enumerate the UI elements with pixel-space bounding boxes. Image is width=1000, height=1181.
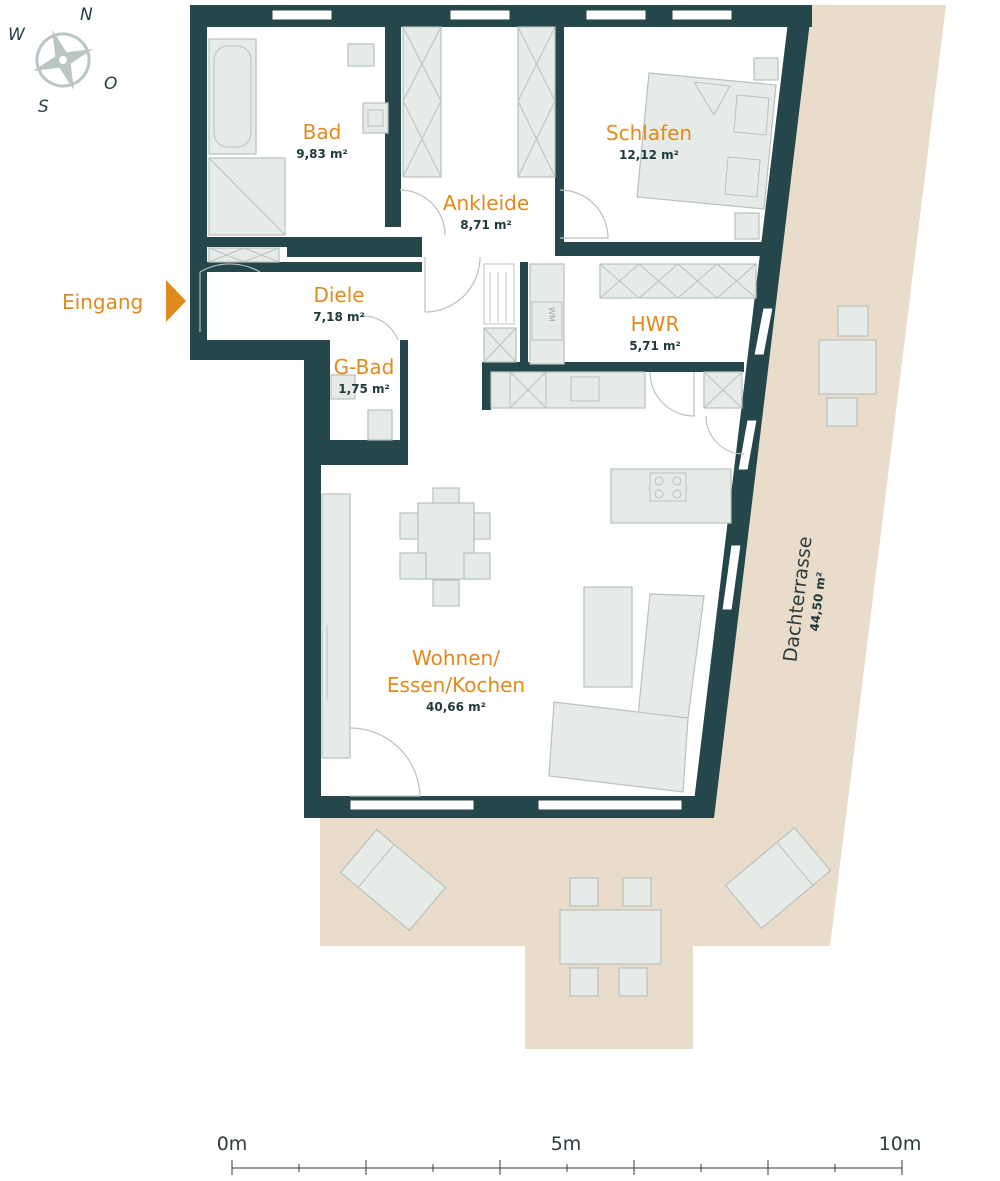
compass-east: O [104, 74, 117, 94]
terrace-floor [320, 5, 946, 1049]
room-diele-name: Diele [313, 283, 364, 307]
window [721, 544, 742, 611]
dining-chair [399, 552, 427, 580]
terrace-chair [569, 967, 599, 997]
scale-label-5: 5m [551, 1133, 582, 1155]
wardrobes [402, 26, 556, 178]
bathtub [208, 38, 257, 155]
window [671, 9, 733, 21]
room-ankleide-name: Ankleide [443, 191, 529, 215]
room-schlafen-area: 12,12 m² [619, 148, 679, 162]
entrance: Eingang [62, 280, 186, 322]
room-wohnen-area: 40,66 m² [426, 700, 486, 714]
toilet [347, 43, 375, 67]
dining-chair [432, 579, 460, 607]
armchair [583, 586, 633, 688]
terrace-table [818, 339, 877, 395]
terrace-table [559, 909, 662, 965]
gbad-washbasin [330, 374, 356, 400]
walls [190, 5, 812, 818]
sun-lounger [339, 828, 447, 932]
room-wohnen-name-line2: Essen/Kochen [387, 673, 525, 697]
doors [199, 189, 745, 797]
compass-west: W [8, 25, 26, 45]
room-gbad-area: 1,75 m² [338, 382, 390, 396]
entrance-label: Eingang [62, 290, 143, 314]
compass: N O S W [8, 5, 117, 117]
bedroom-furniture [636, 57, 779, 240]
window [537, 799, 683, 811]
scale-bar: 0m 5m 10m [217, 1133, 922, 1175]
nightstand [734, 212, 760, 240]
dining-chair [463, 552, 491, 580]
sink [570, 376, 600, 402]
room-bad-name: Bad [303, 120, 342, 144]
compass-north: N [80, 5, 93, 25]
washer-label: WM [547, 307, 556, 322]
coat-rack [483, 263, 515, 325]
bathroom-fixtures [208, 38, 389, 236]
compass-rose-icon [32, 29, 94, 91]
washing-machine [531, 301, 563, 341]
room-bad-area: 9,83 m² [296, 147, 348, 161]
washbasin [362, 102, 389, 134]
terrace-chair [826, 397, 858, 427]
terrace-chair [618, 967, 648, 997]
sofa [637, 593, 705, 719]
kitchen-island [610, 468, 732, 524]
gbad-toilet [367, 409, 393, 441]
room-hwr-name: HWR [631, 312, 680, 336]
sun-lounger [724, 826, 832, 930]
double-bed [636, 72, 777, 210]
utility-column [529, 263, 565, 365]
compass-south: S [38, 97, 49, 117]
entrance-arrow-icon [166, 280, 186, 322]
terrace [320, 5, 946, 1049]
window [585, 9, 647, 21]
room-hwr-area: 5,71 m² [629, 339, 681, 353]
scale-label-0: 0m [217, 1133, 248, 1155]
sofa [548, 701, 689, 793]
living-furniture [321, 487, 705, 793]
cooktop [649, 472, 687, 502]
room-schlafen-name: Schlafen [606, 121, 692, 145]
window [753, 307, 774, 356]
terrace-chair [569, 877, 599, 907]
terrace-chair [622, 877, 652, 907]
scale-label-10: 10m [879, 1133, 922, 1155]
hall-shelf [208, 247, 280, 263]
room-diele-area: 7,18 m² [313, 310, 365, 324]
window [349, 799, 475, 811]
nightstand [753, 57, 779, 81]
sideboard [321, 493, 351, 759]
kitchen-counter [490, 371, 646, 409]
room-wohnen-name-line1: Wohnen/ [412, 646, 500, 670]
utility-cabinet [599, 263, 757, 299]
window [271, 9, 333, 21]
room-ankleide-area: 8,71 m² [460, 218, 512, 232]
terrace-chair [837, 305, 869, 337]
window [449, 9, 511, 21]
hall-and-utility [208, 247, 757, 524]
room-gbad-name: G-Bad [334, 355, 395, 379]
